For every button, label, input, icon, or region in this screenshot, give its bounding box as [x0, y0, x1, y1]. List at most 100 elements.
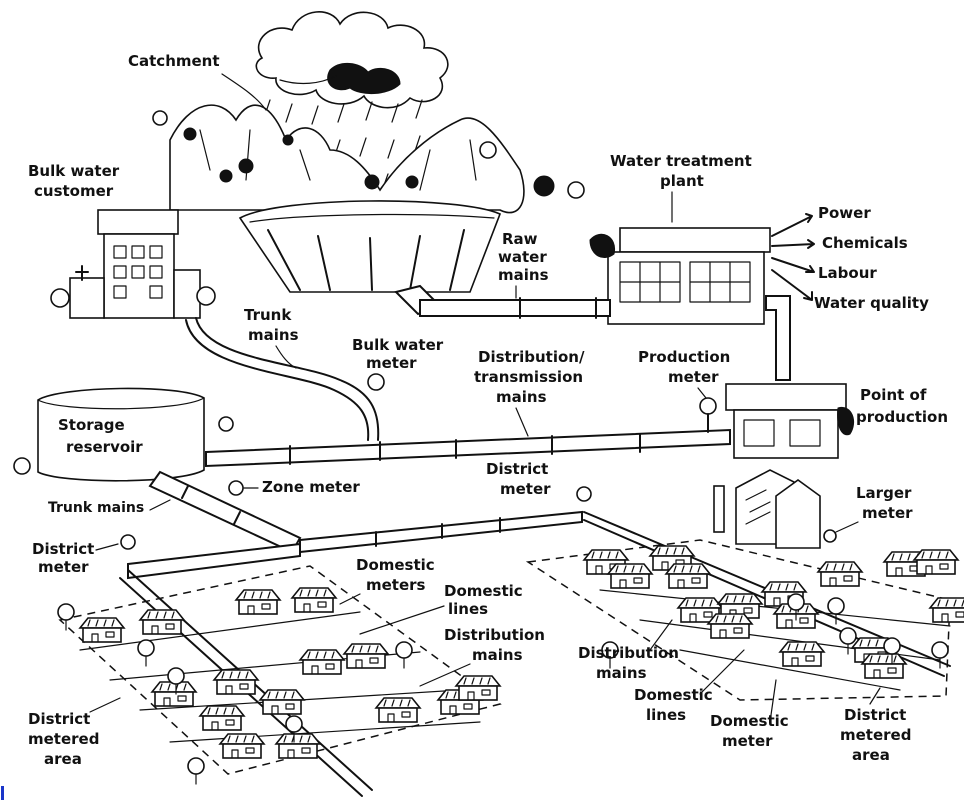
label-catchment: Catchment — [128, 52, 220, 70]
trunk-main-top — [185, 317, 385, 441]
label-district-metered-area-left-3: area — [44, 750, 82, 768]
bulk-water-customer-building — [50, 209, 216, 319]
tree — [395, 641, 413, 669]
label-domestic-lines-right-2: lines — [646, 706, 686, 724]
houses-right — [582, 545, 964, 679]
house — [234, 589, 282, 615]
tree — [187, 757, 205, 785]
text-cursor — [1, 786, 4, 800]
tree — [787, 593, 805, 621]
label-distribution-transmission-3: mains — [496, 388, 547, 406]
label-domestic-lines-top-1: Domestic — [444, 582, 523, 600]
transmission-main — [205, 397, 731, 468]
label-domestic-meters-2: meters — [366, 576, 426, 594]
label-power: Power — [818, 204, 871, 222]
point-of-production-building — [725, 383, 854, 459]
rain-cloud — [255, 11, 449, 109]
label-raw-water-mains-2: water — [498, 248, 547, 266]
label-trunk-mains-top-1: Trunk — [244, 306, 292, 324]
label-raw-water-mains-1: Raw — [502, 230, 538, 248]
house — [298, 649, 346, 675]
label-distribution-mains-right-2: mains — [596, 664, 647, 682]
label-raw-water-mains-3: mains — [498, 266, 549, 284]
label-labour: Labour — [818, 264, 877, 282]
label-distribution-mains-mid-2: mains — [472, 646, 523, 664]
house — [150, 681, 198, 707]
tree — [285, 715, 303, 743]
district-main — [120, 486, 592, 580]
tree — [167, 667, 185, 695]
raw-water-main — [394, 284, 611, 319]
tree — [601, 641, 619, 669]
house — [138, 609, 186, 635]
label-distribution-transmission-2: transmission — [474, 368, 583, 386]
labels: Catchment Bulk water customer Water trea… — [28, 52, 948, 768]
tree — [883, 637, 901, 665]
label-chemicals: Chemicals — [822, 234, 908, 252]
label-distribution-mains-right-1: Distribution — [578, 644, 679, 662]
label-storage-reservoir-1: Storage — [58, 416, 125, 434]
house — [78, 617, 126, 643]
house — [374, 697, 422, 723]
house — [816, 561, 864, 587]
house — [912, 549, 960, 575]
label-trunk-mains-left: Trunk mains — [48, 500, 144, 516]
house — [198, 705, 246, 731]
label-water-quality: Water quality — [814, 294, 929, 312]
house — [218, 733, 266, 759]
house — [706, 613, 754, 639]
label-district-metered-area-right-3: area — [852, 746, 890, 764]
label-district-metered-area-left-1: District — [28, 710, 90, 728]
house — [778, 641, 826, 667]
label-district-metered-area-right-2: metered — [840, 726, 911, 744]
label-domestic-meters-1: Domestic — [356, 556, 435, 574]
larger-customer-farm — [713, 469, 837, 549]
tree — [827, 597, 845, 625]
label-bulk-water-meter-1: Bulk water — [352, 336, 444, 354]
label-domestic-meter-2: meter — [722, 732, 773, 750]
house — [454, 675, 502, 701]
label-domestic-lines-top-2: lines — [448, 600, 488, 618]
label-district-meter-left-1: District — [32, 540, 94, 558]
storage-reservoir — [13, 387, 234, 482]
label-district-meter-left-2: meter — [38, 558, 89, 576]
house — [258, 689, 306, 715]
house — [676, 597, 724, 623]
label-water-treatment-plant-2: plant — [660, 172, 704, 190]
house — [290, 587, 338, 613]
label-larger-meter-1: Larger — [856, 484, 912, 502]
label-point-of-production-1: Point of — [860, 386, 927, 404]
label-bulk-water-meter-2: meter — [366, 354, 417, 372]
house — [860, 653, 908, 679]
label-production-meter-1: Production — [638, 348, 730, 366]
house — [606, 563, 654, 589]
tree — [57, 603, 75, 631]
label-larger-meter-2: meter — [862, 504, 913, 522]
label-district-meter-mid-1: District — [486, 460, 548, 478]
label-district-meter-mid-2: meter — [500, 480, 551, 498]
houses-left — [57, 587, 502, 785]
label-storage-reservoir-2: reservoir — [66, 438, 143, 456]
label-water-treatment-plant-1: Water treatment — [610, 152, 752, 170]
tree — [839, 627, 857, 655]
label-domestic-lines-right-1: Domestic — [634, 686, 713, 704]
district-metered-area-left — [58, 565, 502, 775]
label-bulk-water-customer-2: customer — [34, 182, 114, 200]
water-treatment-plant — [589, 227, 791, 381]
label-district-metered-area-right-1: District — [844, 706, 906, 724]
house — [212, 669, 260, 695]
label-distribution-transmission-1: Distribution/ — [478, 348, 585, 366]
label-district-metered-area-left-2: metered — [28, 730, 99, 748]
house — [274, 733, 322, 759]
dam — [238, 200, 502, 293]
label-production-meter-2: meter — [668, 368, 719, 386]
label-bulk-water-customer-1: Bulk water — [28, 162, 120, 180]
label-distribution-mains-mid-1: Distribution — [444, 626, 545, 644]
label-domestic-meter-1: Domestic — [710, 712, 789, 730]
house — [664, 563, 712, 589]
label-zone-meter: Zone meter — [262, 478, 360, 496]
label-trunk-mains-top-2: mains — [248, 326, 299, 344]
catchment-hills — [152, 104, 585, 214]
label-point-of-production-2: production — [856, 408, 948, 426]
